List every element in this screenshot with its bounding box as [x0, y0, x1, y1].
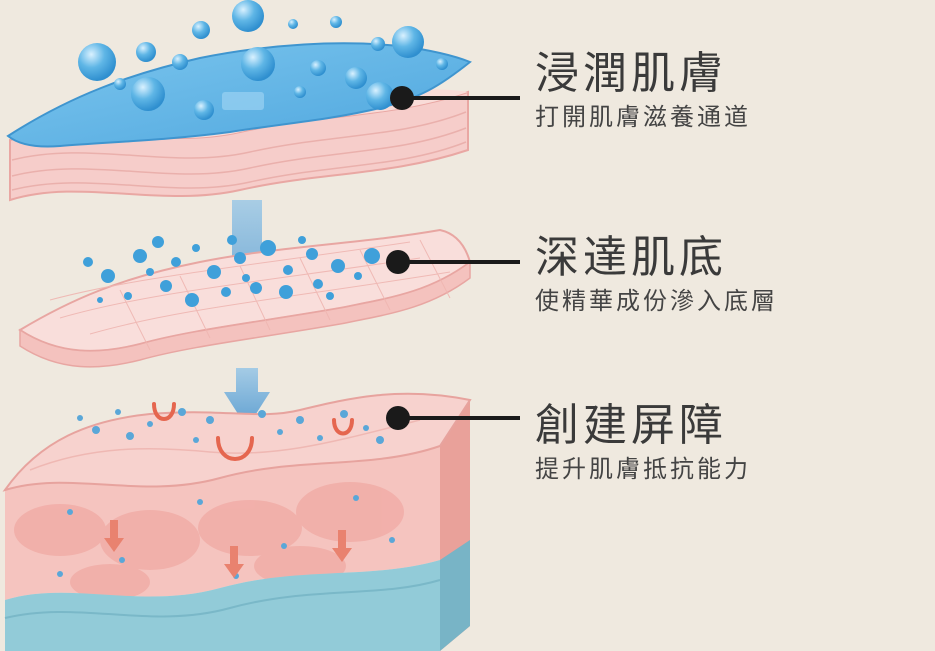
label-barrier: 創建屏障 提升肌膚抵抗能力 — [535, 400, 751, 484]
label-subtitle: 提升肌膚抵抗能力 — [535, 455, 751, 483]
pointer-3 — [386, 406, 520, 430]
label-title: 深達肌底 — [535, 232, 727, 283]
essence-particles — [83, 235, 380, 307]
label-subtitle: 使精華成份滲入底層 — [535, 287, 778, 315]
label-moisturize: 浸潤肌膚 打開肌膚滋養通道 — [535, 48, 751, 132]
water-droplets — [78, 0, 448, 120]
label-title: 浸潤肌膚 — [535, 48, 727, 99]
downward-arrows — [104, 520, 352, 578]
skin-block — [2, 392, 472, 651]
repair-icons — [152, 402, 354, 461]
label-title: 創建屏障 — [535, 400, 727, 451]
down-arrow-2 — [224, 368, 270, 428]
pointer-2 — [386, 250, 520, 274]
label-subtitle: 打開肌膚滋養通道 — [535, 103, 751, 131]
pointer-1 — [390, 86, 520, 110]
label-deep-penetration: 深達肌底 使精華成份滲入底層 — [535, 232, 778, 316]
